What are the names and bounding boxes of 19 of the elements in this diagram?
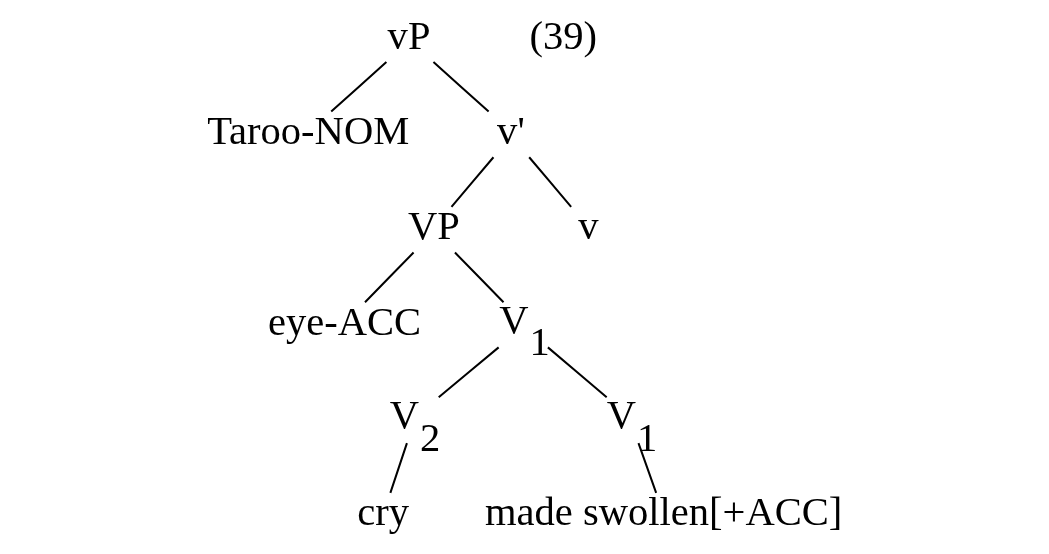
connector <box>364 251 415 303</box>
node-text: v' <box>497 108 525 154</box>
connector <box>450 156 495 208</box>
node-text: vP <box>387 12 431 58</box>
connector <box>547 346 608 399</box>
connector <box>454 251 505 303</box>
node-text: Taroo-NOM <box>207 108 410 154</box>
node-text: made swollen[+ACC] <box>484 489 843 535</box>
connector <box>389 442 408 494</box>
connector <box>432 61 490 113</box>
node-text: v <box>578 203 599 249</box>
node-text: cry <box>357 489 409 535</box>
node-text: VP <box>407 203 460 249</box>
connector <box>637 442 658 494</box>
connector <box>528 156 572 208</box>
label: (39) <box>529 12 598 58</box>
connector <box>438 346 500 399</box>
node-text: eye-ACC <box>267 298 422 344</box>
connector <box>330 61 388 113</box>
